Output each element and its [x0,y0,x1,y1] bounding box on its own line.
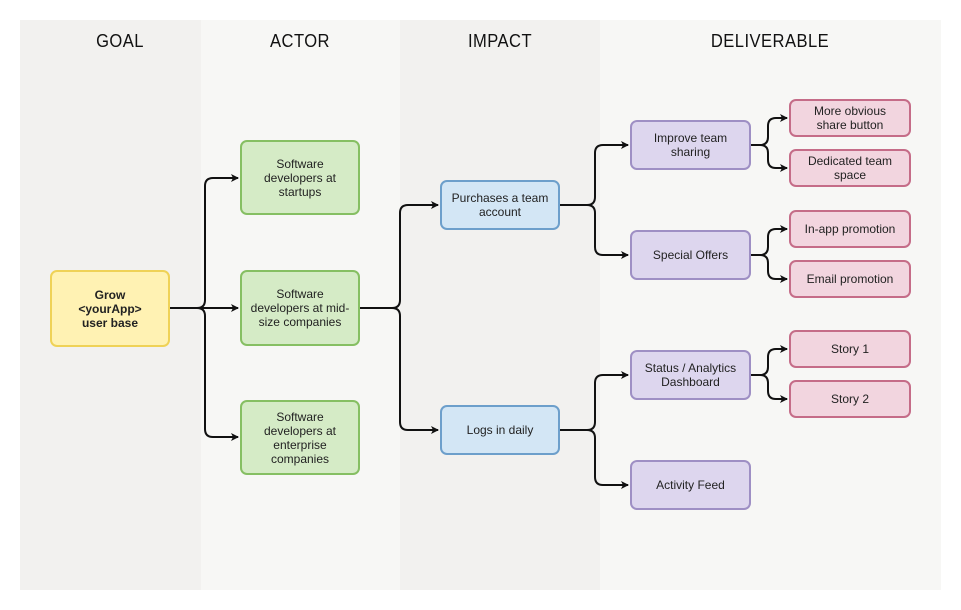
deliverable-feed-node[interactable]: Activity Feed [630,460,751,510]
deliverable-sharing-node[interactable]: Improve team sharing [630,120,751,170]
edge-offers-email [750,254,788,283]
edge-dashboard-story2 [750,374,788,403]
story-share-button-node[interactable]: More obvious share button [789,99,911,137]
actor-startups-node[interactable]: Software developers at startups [240,140,360,215]
edge-midsize-logs [360,307,439,434]
deliverable-offers-node[interactable]: Special Offers [630,230,751,280]
actor-enterprise-node[interactable]: Software developers at enterprise compan… [240,400,360,475]
edge-midsize-purchase [360,201,439,309]
impact-lane-title: IMPACT [467,31,533,51]
impact-logs-node[interactable]: Logs in daily [440,405,560,455]
edge-dashboard-story1 [750,345,788,376]
story-2-node[interactable]: Story 2 [789,380,911,418]
edge-logs-feed [560,429,629,489]
edge-purchase-offers [560,204,629,259]
edge-sharing-teamspace [750,144,788,172]
deliverable-dashboard-node[interactable]: Status / Analytics Dashboard [630,350,751,400]
actor-midsize-node[interactable]: Software developers at mid- size compani… [240,270,360,346]
story-team-space-node[interactable]: Dedicated team space [789,149,911,187]
goal-lane-title: GOAL [96,31,144,51]
goal-node[interactable]: Grow <yourApp> user base [50,270,170,347]
edge-purchase-sharing [560,141,629,206]
actor-lane-title: ACTOR [270,31,330,51]
edge-goal-startups [170,174,239,309]
story-email-node[interactable]: Email promotion [789,260,911,298]
edge-logs-dashboard [560,371,629,431]
impact-lane [400,20,600,590]
story-1-node[interactable]: Story 1 [789,330,911,368]
impact-purchase-node[interactable]: Purchases a team account [440,180,560,230]
story-inapp-node[interactable]: In-app promotion [789,210,911,248]
edge-goal-enterprise [170,307,239,441]
deliverable-lane-title: DELIVERABLE [710,31,830,51]
edge-sharing-sharebutton [750,114,788,146]
edge-offers-inapp [750,225,788,256]
